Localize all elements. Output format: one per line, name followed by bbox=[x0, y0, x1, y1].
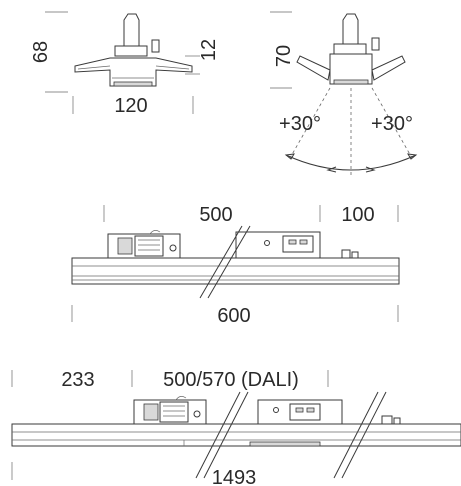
tilt-left-wing bbox=[296, 55, 331, 81]
front-housing bbox=[74, 57, 193, 87]
tilt-right-wing bbox=[371, 55, 406, 81]
long-module: 233 500/570 (DALI) 1493 bbox=[11, 369, 461, 486]
short-driver-length: 500 bbox=[199, 204, 232, 226]
short-total-length: 600 bbox=[217, 305, 250, 327]
long-driver-length: 500/570 (DALI) bbox=[163, 369, 299, 391]
front-view: 68 12 120 bbox=[30, 11, 220, 117]
tilt-arc bbox=[285, 154, 417, 171]
tilt-height-label: 70 bbox=[273, 45, 295, 67]
tilt-clip bbox=[342, 13, 359, 47]
tilt-left-label: +30° bbox=[279, 113, 321, 135]
front-height-label: 68 bbox=[30, 41, 52, 63]
long-total-length: 1493 bbox=[212, 467, 257, 486]
short-end-length: 100 bbox=[341, 204, 374, 226]
long-rail bbox=[11, 423, 461, 447]
front-width-label: 120 bbox=[114, 95, 147, 117]
tilt-right-label: +30° bbox=[371, 113, 413, 135]
long-end-length: 233 bbox=[61, 369, 94, 391]
front-side-label: 12 bbox=[198, 39, 220, 61]
front-clip bbox=[123, 13, 140, 49]
short-module: 500 100 600 bbox=[71, 204, 400, 327]
tilt-view: 70 +30° +30° bbox=[270, 11, 418, 175]
